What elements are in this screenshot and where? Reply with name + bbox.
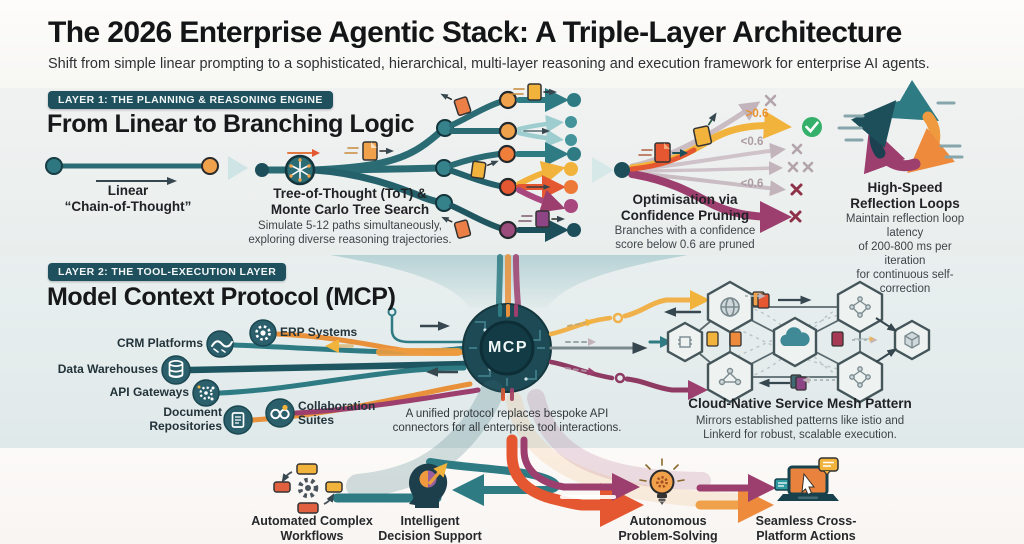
mesh-node-icon (849, 296, 871, 318)
api-gear-icon (192, 379, 220, 407)
tool-label-collaboration-suites: Collaboration Suites (298, 399, 376, 427)
mesh-desc: Mirrors established patterns like istio … (695, 415, 905, 442)
tool-connectors (186, 307, 481, 423)
cloud-icon (780, 327, 810, 346)
network-icon (718, 367, 742, 386)
mcp-hub (376, 303, 552, 401)
gear-icon (249, 319, 277, 347)
outcome-label-workflows: Automated Complex Workflows (251, 514, 373, 543)
lightbulb-gear-icon (639, 458, 685, 505)
reflection-loop-icon (837, 79, 964, 175)
cube-icon (904, 331, 920, 349)
confidence-prune-label-2: <0.6 (740, 178, 764, 190)
tool-label-erp: ERP Systems (280, 325, 358, 339)
page-subtitle: Shift from simple linear prompting to a … (48, 56, 930, 72)
header-band (0, 0, 1024, 88)
page-title: The 2026 Enterprise Agentic Stack: A Tri… (48, 16, 902, 49)
confidence-keep-label: >0.6 (745, 108, 769, 120)
hub-to-mesh-traces (548, 290, 710, 400)
layer2-badge: LAYER 2: THE TOOL-EXECUTION LAYER (48, 263, 287, 281)
confidence-prune-label-1: <0.6 (740, 136, 764, 148)
tool-label-crm: CRM Platforms (116, 336, 203, 350)
database-icon (161, 355, 191, 385)
pruned-x-icon (789, 183, 803, 223)
linear-chain-diagram (45, 157, 219, 185)
reflection-title: High-Speed Reflection Loops (850, 180, 960, 211)
tot-desc: Simulate 5-12 paths simultaneously, expl… (248, 220, 452, 247)
head-insight-icon (409, 462, 448, 508)
document-icon (638, 112, 717, 163)
outcome-label-decision-support: Intelligent Decision Support (378, 514, 482, 543)
pruning-desc: Branches with a confidence score below 0… (614, 225, 756, 252)
circuit-icon (678, 336, 692, 348)
tool-label-data-warehouses: Data Warehouses (57, 362, 158, 376)
workflow-gear-icon (273, 463, 343, 514)
pruning-title: Optimisation via Confidence Pruning (620, 192, 750, 223)
tot-title: Tree-of-Thought (ToT) & Monte Carlo Tree… (270, 186, 430, 217)
layer1-badge: LAYER 1: THE PLANNING & REASONING ENGINE (48, 91, 333, 109)
check-icon (802, 117, 822, 137)
chevron-right-icon (228, 156, 248, 180)
outcome-label-problem-solving: Autonomous Problem-Solving (618, 514, 718, 543)
laptop-cursor-icon (774, 457, 839, 501)
chevron-right-icon (592, 157, 614, 183)
globe-icon (720, 297, 740, 317)
tree-node-icon (284, 154, 316, 186)
linear-cot-label: Linear “Chain-of-Thought” (64, 183, 192, 214)
reflection-desc: Maintain reflection loop latency of 200-… (845, 213, 965, 296)
service-mesh-diagram (666, 280, 931, 404)
tool-label-document-repositories: Document Repositories (149, 405, 222, 433)
confidence-pruning-diagram (614, 94, 822, 233)
layer1-heading: From Linear to Branching Logic (47, 110, 415, 138)
pruned-x-icon (764, 94, 814, 173)
mcp-hub-label: MCP (487, 339, 529, 356)
tool-icons (161, 319, 295, 435)
mesh-title: Cloud-Native Service Mesh Pattern (688, 396, 912, 411)
layer2-heading: Model Context Protocol (MCP) (47, 283, 396, 311)
handshake-icon (206, 330, 234, 358)
document-icon (344, 83, 565, 239)
funnel-stripes (496, 254, 521, 309)
mcp-caption: A unified protocol replaces bespoke API … (392, 408, 622, 435)
tree-of-thought-diagram (255, 83, 581, 242)
people-icon (265, 398, 295, 428)
tool-label-api-gateways: API Gateways (109, 385, 189, 399)
outcome-label-cross-platform: Seamless Cross- Platform Actions (755, 514, 857, 543)
document-icon (223, 405, 253, 435)
mesh-node-icon (849, 366, 871, 388)
